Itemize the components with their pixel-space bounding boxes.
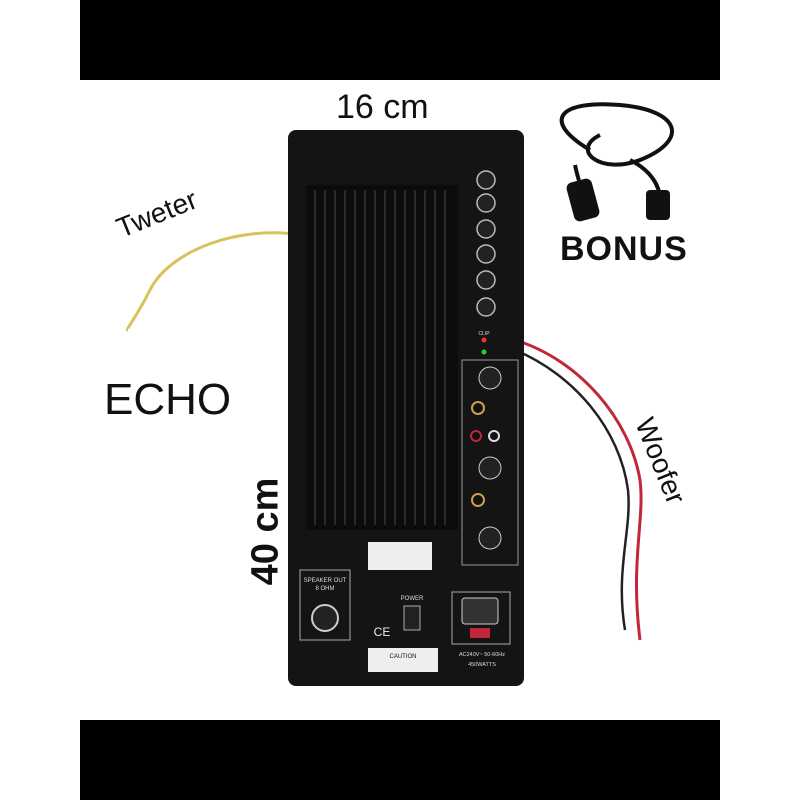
fuse-holder xyxy=(470,628,490,638)
speaker-ohm-label: 8 OHM xyxy=(315,586,334,592)
clip-led xyxy=(481,337,487,343)
xlr-output-icon xyxy=(478,526,502,550)
tweeter-wire xyxy=(125,231,301,332)
letterbox-top xyxy=(80,0,720,80)
heatsink xyxy=(306,185,458,530)
woofer-wire-red xyxy=(514,338,643,641)
rca-white-icon xyxy=(488,430,500,442)
caution-label xyxy=(368,648,438,672)
iec-socket-icon xyxy=(461,597,499,625)
power-switch xyxy=(403,605,421,631)
xlr-input-2-icon xyxy=(478,456,502,480)
speaker-out-label: SPEAKER OUT xyxy=(304,578,347,584)
speakon-connector-icon xyxy=(311,604,339,632)
control-knobs xyxy=(476,170,496,317)
bonus-label: BONUS xyxy=(560,230,688,268)
width-dimension: 16 cm xyxy=(336,88,429,126)
caution-text: CAUTION xyxy=(390,654,417,660)
iec-plug-icon xyxy=(646,190,670,220)
power-socket-box xyxy=(451,591,511,645)
rca-red-icon xyxy=(470,430,482,442)
watts-label: 450WATTS xyxy=(468,662,496,668)
xlr-input-icon xyxy=(478,366,502,390)
power-label: POWER xyxy=(401,596,424,602)
jack-input-icon xyxy=(471,401,485,415)
woofer-wire-black xyxy=(514,348,630,631)
info-label xyxy=(368,542,432,570)
power-led xyxy=(481,349,487,355)
letterbox-bottom xyxy=(80,720,720,800)
input-section xyxy=(461,359,519,566)
height-dimension: 40 cm xyxy=(244,477,287,586)
schuko-plug-icon xyxy=(566,178,600,222)
speaker-out-box xyxy=(299,569,351,641)
clip-label: CLIP xyxy=(478,331,490,337)
jack-input-2-icon xyxy=(471,493,485,507)
voltage-label: AC240V~ 50-60Hz xyxy=(459,652,505,658)
echo-label: ECHO xyxy=(104,375,232,424)
ce-mark: CE xyxy=(374,625,391,639)
heatsink-fins xyxy=(314,190,446,525)
